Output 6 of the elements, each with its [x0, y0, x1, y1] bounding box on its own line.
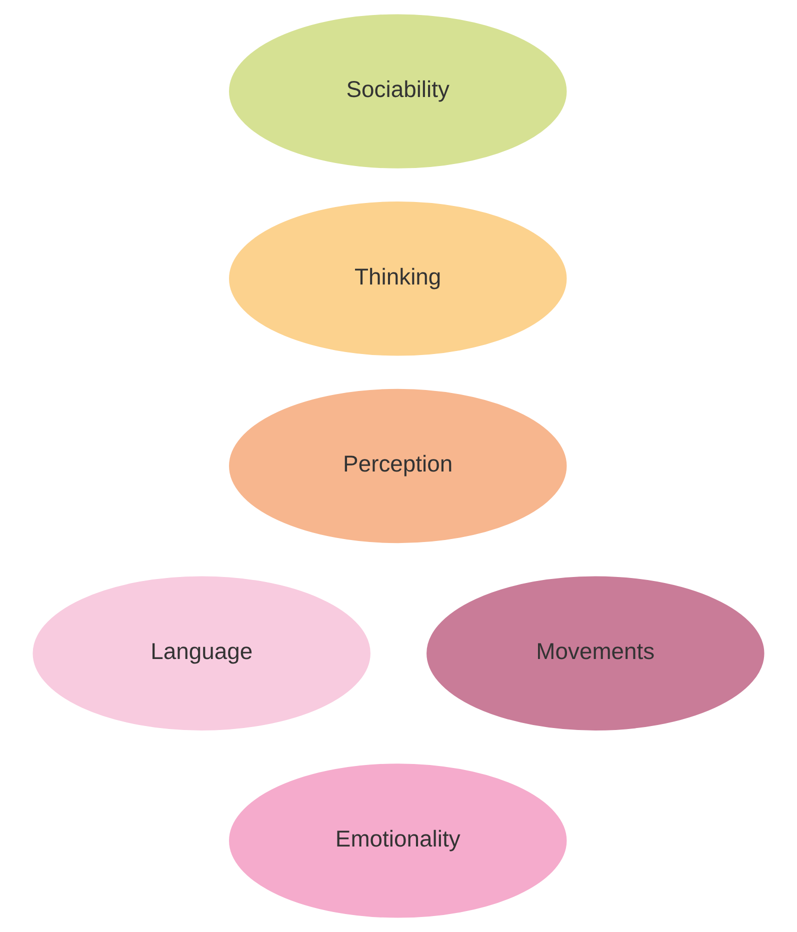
- node-ellipse: Language: [31, 574, 372, 732]
- node-ellipse: Emotionality: [228, 762, 568, 920]
- node-ellipse: Perception: [228, 388, 568, 544]
- node-ellipse: Sociability: [228, 12, 568, 170]
- node-ellipse: Movements: [425, 574, 766, 732]
- node-ellipse: Thinking: [228, 200, 568, 358]
